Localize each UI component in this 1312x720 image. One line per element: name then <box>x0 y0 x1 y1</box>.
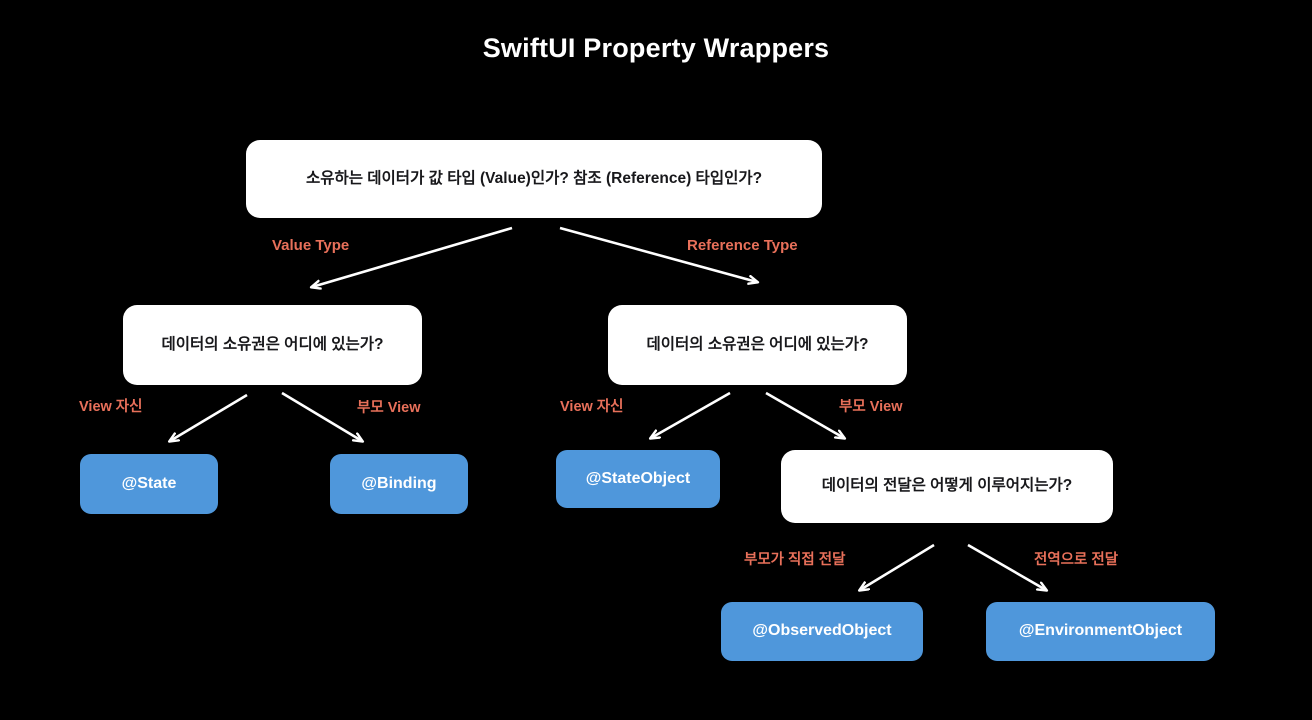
edge-label-reference-parent-view: 부모 View <box>839 399 903 415</box>
edge-reference-owner-to-delivery <box>765 391 844 438</box>
node-value-owner[interactable]: 데이터의 소유권은 어디에 있는가? <box>123 305 422 385</box>
edge-reference-owner-to-stateobject <box>651 391 731 438</box>
node-binding[interactable]: @Binding <box>330 454 468 514</box>
edge-label-value-parent-view: 부모 View <box>357 400 421 416</box>
node-state[interactable]: @State <box>80 454 218 514</box>
edge-value-owner-to-binding <box>281 391 362 441</box>
node-root-label: 소유하는 데이터가 값 타입 (Value)인가? 참조 (Reference)… <box>305 169 763 187</box>
node-value-owner-label: 데이터의 소유권은 어디에 있는가? <box>161 335 384 353</box>
node-reference-owner-label: 데이터의 소유권은 어디에 있는가? <box>646 335 869 353</box>
node-observedobject[interactable]: @ObservedObject <box>721 602 923 661</box>
edge-label-direct-from-parent: 부모가 직접 전달 <box>744 552 846 568</box>
node-stateobject[interactable]: @StateObject <box>556 450 720 508</box>
page-title: SwiftUI Property Wrappers <box>482 33 830 63</box>
edge-label-global-delivery: 전역으로 전달 <box>1034 552 1119 568</box>
node-root[interactable]: 소유하는 데이터가 값 타입 (Value)인가? 참조 (Reference)… <box>246 140 822 218</box>
edge-value-owner-to-state <box>170 393 248 441</box>
edge-label-reference-type: Reference Type <box>687 237 798 254</box>
node-environmentobject-label: @EnvironmentObject <box>1018 622 1183 640</box>
node-delivery[interactable]: 데이터의 전달은 어떻게 이루어지는가? <box>781 450 1113 523</box>
edge-label-reference-view-self: View 자신 <box>560 399 624 415</box>
node-environmentobject[interactable]: @EnvironmentObject <box>986 602 1215 661</box>
edge-label-value-view-self: View 자신 <box>79 399 143 415</box>
node-stateobject-label: @StateObject <box>585 469 691 487</box>
node-binding-label: @Binding <box>361 474 437 492</box>
edge-delivery-to-observedobject <box>860 543 935 590</box>
edge-label-value-type: Value Type <box>272 237 350 254</box>
node-observedobject-label: @ObservedObject <box>752 622 892 640</box>
node-delivery-label: 데이터의 전달은 어떻게 이루어지는가? <box>821 477 1073 495</box>
node-reference-owner[interactable]: 데이터의 소유권은 어디에 있는가? <box>608 305 907 385</box>
node-state-label: @State <box>121 474 177 492</box>
